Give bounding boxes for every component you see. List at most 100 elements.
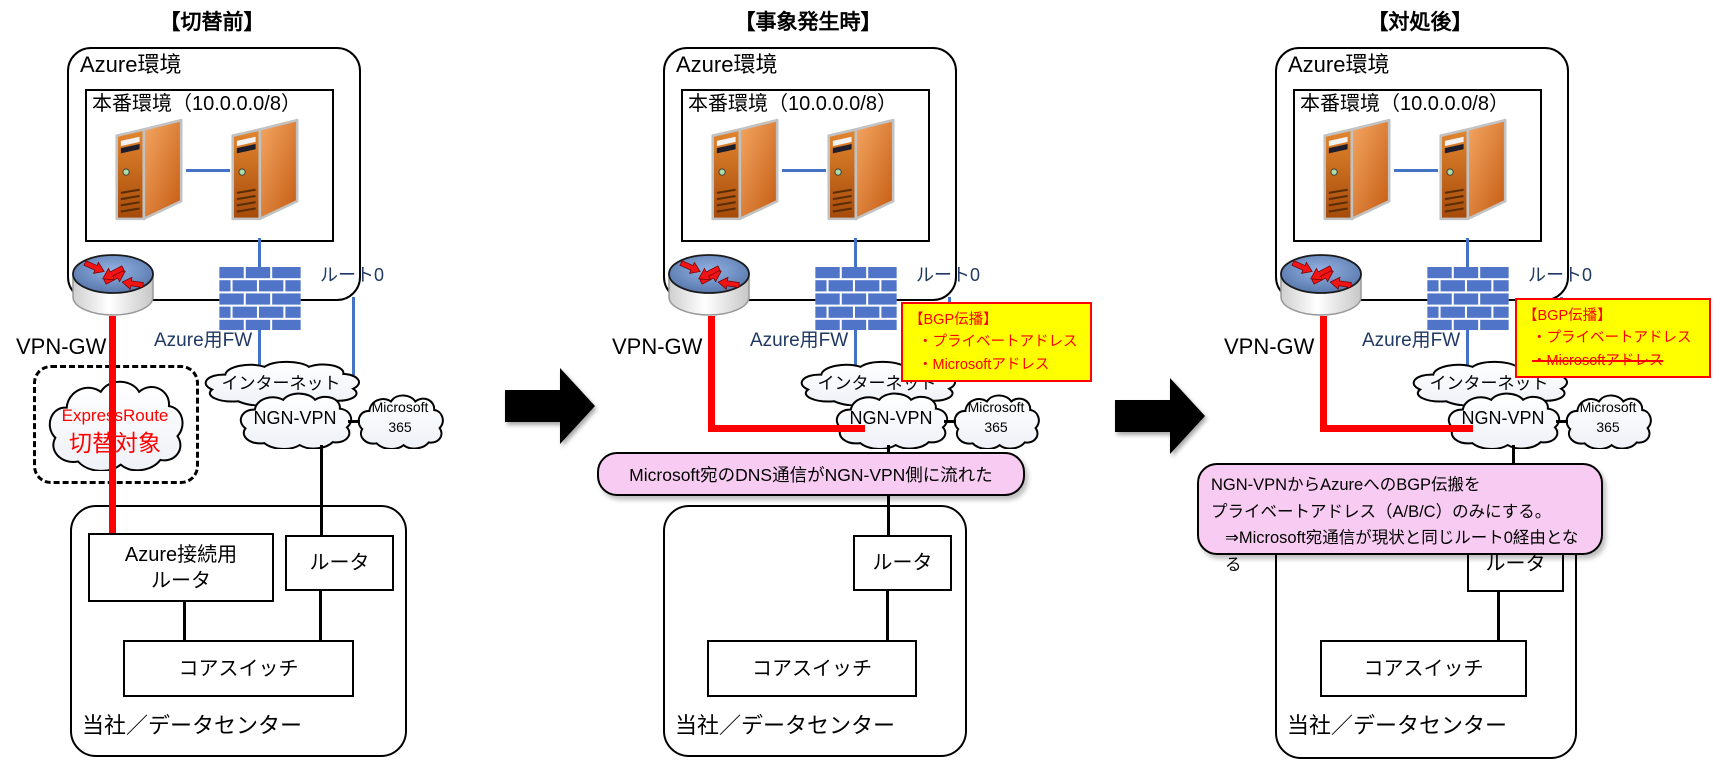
incident-note-box: Microsoft宛のDNS通信がNGN-VPN側に流れた bbox=[597, 452, 1025, 496]
flow-arrow-icon bbox=[505, 368, 595, 444]
firewall-label: Azure用FW bbox=[1362, 330, 1461, 351]
bgp-note-title: 【BGP伝播】 bbox=[909, 312, 998, 328]
router-label: ルータ bbox=[872, 552, 933, 574]
ngn-ms365-link-line bbox=[1556, 420, 1568, 423]
ngn-ms365-link-line bbox=[944, 420, 956, 423]
ngn-vpn-label: NGN-VPN bbox=[849, 408, 933, 428]
router-label: ルータ bbox=[1485, 552, 1546, 575]
core-switch-label: コアスイッチ bbox=[178, 657, 299, 680]
microsoft365-label-line1: Microsoft bbox=[967, 399, 1025, 415]
firewall-icon bbox=[219, 267, 301, 330]
countermeasure-note-line3: ⇒Microsoft宛通信が現状と同じルート0経由となる bbox=[1225, 529, 1579, 575]
server-icon bbox=[228, 118, 304, 222]
bgp-note-item-microsoft-address: ・Microsoftアドレス bbox=[918, 356, 1050, 373]
switch-target-dashed-box bbox=[33, 365, 199, 484]
server-link-line bbox=[1394, 169, 1438, 172]
bgp-propagation-note-box: 【BGP伝播】 ・プライベートアドレス ・Microsoftアドレス bbox=[901, 302, 1092, 382]
internet-label: インターネット bbox=[1429, 374, 1549, 393]
expressroute-red-path-line bbox=[109, 316, 116, 537]
connrouter-to-core-line bbox=[183, 598, 186, 640]
datacenter-label: 当社／データセンター bbox=[82, 713, 303, 738]
datacenter-box bbox=[70, 505, 407, 757]
router-to-core-line bbox=[886, 587, 889, 640]
prod-to-firewall-line bbox=[854, 238, 857, 267]
core-switch-box: コアスイッチ bbox=[707, 640, 917, 697]
panel-after-countermeasure: 【対処後】 Azure環境 本番環境（10.0.0.0/8） Azure用FW … bbox=[1197, 0, 1723, 769]
firewall-icon bbox=[815, 267, 897, 330]
panel-before-switch: 【切替前】 Azure環境 本番環境（10.0.0.0/8） Azure用FW … bbox=[0, 0, 520, 769]
core-switch-label: コアスイッチ bbox=[1363, 657, 1484, 680]
datacenter-box bbox=[663, 505, 967, 757]
bgp-note-item-private-address: ・プライベートアドレス bbox=[1532, 330, 1692, 347]
server-icon bbox=[1436, 118, 1512, 222]
switch-target-label: 切替対象 bbox=[69, 430, 161, 456]
azure-environment-box bbox=[1275, 47, 1569, 301]
incident-note-text: Microsoft宛のDNS通信がNGN-VPN側に流れた bbox=[629, 464, 993, 485]
route0-label: ルート0 bbox=[1528, 265, 1593, 285]
internet-label: インターネット bbox=[221, 374, 341, 393]
vpn-gateway-router-icon bbox=[665, 251, 753, 321]
panel-title: 【対処後】 bbox=[1367, 11, 1473, 34]
bgp-note-item-private-address: ・プライベートアドレス bbox=[918, 334, 1078, 351]
server-icon bbox=[1320, 118, 1396, 222]
vpn-red-path-vertical-line bbox=[1320, 316, 1327, 432]
router-box: ルータ bbox=[853, 535, 952, 591]
core-switch-box: コアスイッチ bbox=[1320, 640, 1527, 697]
route0-label: ルート0 bbox=[916, 265, 981, 285]
panel-title: 【事象発生時】 bbox=[734, 11, 882, 34]
prod-to-firewall-line bbox=[258, 238, 261, 267]
countermeasure-note-line1: NGN-VPNからAzureへのBGP伝搬を bbox=[1211, 476, 1481, 494]
vpn-gateway-label: VPN-GW bbox=[1224, 334, 1315, 359]
bgp-propagation-note-box: 【BGP伝播】 ・プライベートアドレス ・Microsoftアドレス bbox=[1515, 298, 1711, 378]
countermeasure-note-line2: プライベートアドレス（A/B/C）のみにする。 bbox=[1211, 502, 1552, 521]
datacenter-label: 当社／データセンター bbox=[675, 713, 896, 738]
bgp-note-item-microsoft-address-struck: ・Microsoftアドレス bbox=[1532, 352, 1664, 369]
ngn-vpn-label: NGN-VPN bbox=[1461, 408, 1545, 428]
ngn-vpn-label: NGN-VPN bbox=[253, 408, 337, 428]
azure-environment-label: Azure環境 bbox=[80, 52, 182, 77]
vpn-red-path-horizontal-line bbox=[1320, 425, 1473, 432]
vpn-gateway-router-icon bbox=[69, 251, 157, 321]
vpn-red-path-vertical-line bbox=[708, 316, 715, 432]
vpn-red-path-horizontal-line bbox=[708, 425, 865, 432]
router-label: ルータ bbox=[309, 552, 370, 574]
microsoft365-label-line2: 365 bbox=[388, 419, 412, 435]
firewall-label: Azure用FW bbox=[154, 330, 253, 351]
microsoft365-label-line1: Microsoft bbox=[1579, 399, 1637, 415]
ngn-ms365-link-line bbox=[348, 420, 360, 423]
server-link-line bbox=[782, 169, 826, 172]
production-environment-label: 本番環境（10.0.0.0/8） bbox=[688, 93, 897, 115]
production-environment-label: 本番環境（10.0.0.0/8） bbox=[92, 93, 301, 115]
firewall-label: Azure用FW bbox=[750, 330, 849, 351]
core-switch-box: コアスイッチ bbox=[123, 640, 354, 697]
azure-environment-label: Azure環境 bbox=[1288, 52, 1390, 77]
azure-connection-router-label-line2: ルータ bbox=[151, 569, 211, 592]
route0-to-internet-line bbox=[352, 297, 355, 375]
router-to-core-line bbox=[319, 587, 322, 640]
prod-to-firewall-line bbox=[1466, 238, 1469, 267]
panel-title: 【切替前】 bbox=[159, 11, 265, 34]
microsoft365-label-line1: Microsoft bbox=[371, 399, 429, 415]
azure-connection-router-label-line1: Azure接続用 bbox=[124, 543, 238, 566]
azure-environment-box bbox=[663, 47, 957, 301]
router-box: ルータ bbox=[285, 535, 394, 591]
firewall-to-internet-line bbox=[854, 330, 857, 375]
core-switch-label: コアスイッチ bbox=[752, 657, 872, 680]
expressroute-label: ExpressRoute bbox=[61, 406, 169, 425]
vpn-gateway-label: VPN-GW bbox=[16, 334, 107, 359]
server-link-line bbox=[186, 169, 230, 172]
microsoft365-label-line2: 365 bbox=[984, 419, 1008, 435]
panel-incident: 【事象発生時】 Azure環境 本番環境（10.0.0.0/8） Azure用F… bbox=[596, 0, 1116, 769]
router-to-core-line bbox=[1497, 588, 1500, 640]
bgp-note-title: 【BGP伝播】 bbox=[1523, 308, 1612, 324]
firewall-icon bbox=[1427, 267, 1509, 330]
flow-arrow-icon bbox=[1115, 378, 1205, 454]
server-icon bbox=[708, 118, 784, 222]
azure-environment-box bbox=[67, 47, 361, 301]
datacenter-label: 当社／データセンター bbox=[1287, 713, 1508, 738]
firewall-to-internet-line bbox=[258, 330, 261, 375]
production-environment-label: 本番環境（10.0.0.0/8） bbox=[1300, 93, 1509, 115]
ngn-to-router-line bbox=[320, 445, 323, 536]
azure-connection-router-box: Azure接続用 ルータ bbox=[88, 533, 274, 602]
